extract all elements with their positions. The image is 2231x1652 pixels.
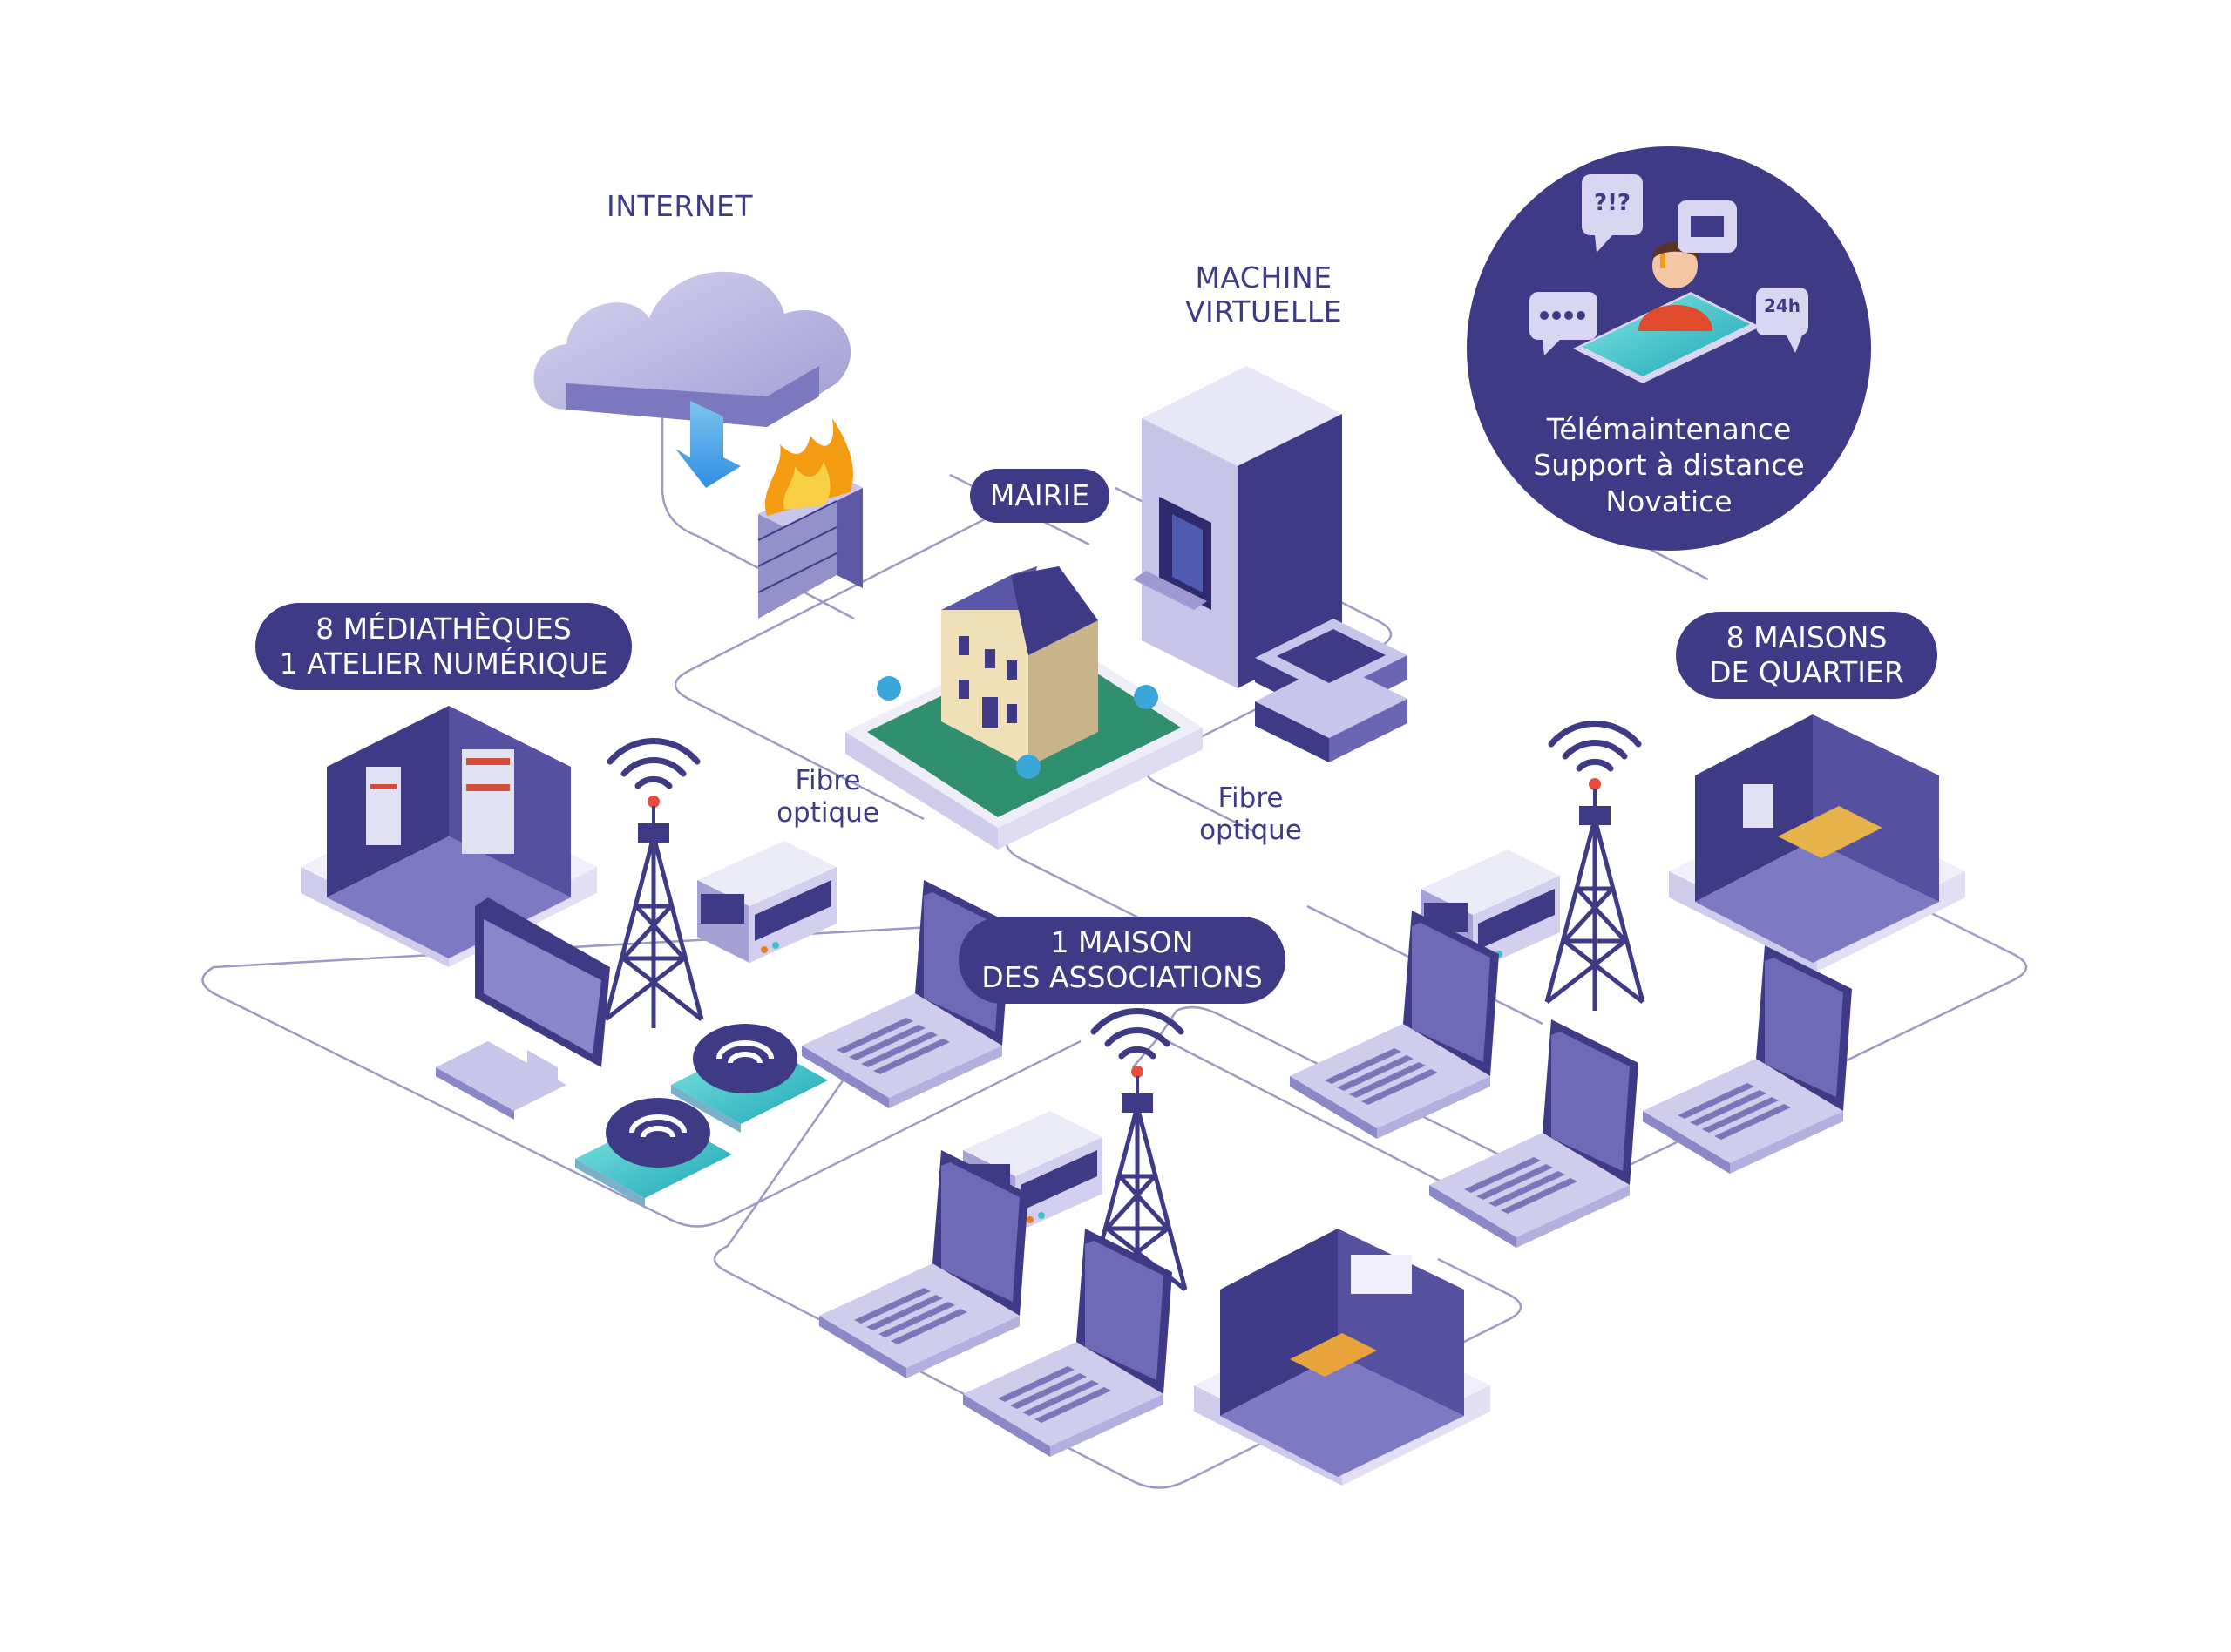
fibre-left-label: Fibre optique — [767, 765, 889, 829]
fibre-left-line2: optique — [776, 796, 879, 829]
maisons-quartier-line1: 8 MAISONS — [1726, 620, 1888, 655]
mediatheques-line1: 8 MÉDIATHÈQUES — [315, 612, 572, 647]
maison-associations-room — [1194, 1229, 1490, 1486]
laptop-icon — [1643, 945, 1852, 1174]
support-circle — [1467, 146, 1871, 551]
antenna-tower-icon — [606, 741, 702, 1028]
server-rack-icon — [1133, 366, 1342, 688]
virtual-machine-line2: VIRTUELLE — [1184, 294, 1343, 328]
speech-bubble-icon — [1756, 288, 1808, 353]
mediatheques-pill: 8 MÉDIATHÈQUES 1 ATELIER NUMÉRIQUE — [255, 603, 632, 690]
tablet-wifi-icon — [671, 1024, 828, 1133]
cloud-icon — [533, 271, 851, 427]
server-units-icon — [1255, 619, 1407, 762]
maisons-quartier-pill: 8 MAISONS DE QUARTIER — [1676, 612, 1937, 699]
bubble-question-label: ?!? — [1593, 190, 1631, 216]
fibre-left-line1: Fibre — [795, 765, 861, 796]
internet-label: INTERNET — [606, 189, 754, 223]
download-arrow-icon — [675, 401, 741, 488]
virtual-machine-line1: MACHINE — [1195, 261, 1332, 295]
maison-associations-line2: DES ASSOCIATIONS — [981, 960, 1263, 994]
desktop-monitor-icon — [436, 897, 610, 1120]
speech-bubble-icon — [1529, 292, 1597, 355]
network-switch-icon — [697, 841, 837, 963]
fibre-right-line2: optique — [1199, 814, 1302, 846]
mediatheque-room — [301, 706, 597, 967]
support-line3: Novatice — [1605, 484, 1733, 518]
maisons-quartier-line2: DE QUARTIER — [1709, 655, 1904, 689]
firewall-icon — [757, 418, 863, 619]
tablet-wifi-icon — [575, 1098, 732, 1207]
fibre-right-line1: Fibre — [1217, 782, 1284, 814]
speech-bubble-icon — [1582, 174, 1643, 253]
speech-bubble-icon — [1678, 200, 1737, 253]
support-line2: Support à distance — [1533, 448, 1805, 483]
mediatheques-line2: 1 ATELIER NUMÉRIQUE — [279, 647, 608, 680]
virtual-machine-label: MACHINE VIRTUELLE — [1168, 261, 1360, 329]
laptop-icon — [1290, 911, 1499, 1139]
bubble-24h-label: 24h — [1763, 295, 1801, 316]
antenna-tower-icon — [1547, 724, 1643, 1011]
mairie-label: MAIRIE — [989, 478, 1090, 513]
maisons-quartier-room — [1669, 714, 1965, 972]
maison-associations-pill: 1 MAISON DES ASSOCIATIONS — [959, 917, 1285, 1004]
laptop-icon — [819, 1150, 1028, 1378]
support-text: Télémaintenance Support à distance Novat… — [1512, 411, 1826, 519]
city-hall-icon — [845, 566, 1203, 850]
mairie-pill: MAIRIE — [970, 469, 1109, 523]
support-line1: Télémaintenance — [1546, 412, 1792, 446]
maison-associations-line1: 1 MAISON — [1050, 925, 1194, 960]
fibre-right-label: Fibre optique — [1190, 782, 1312, 846]
